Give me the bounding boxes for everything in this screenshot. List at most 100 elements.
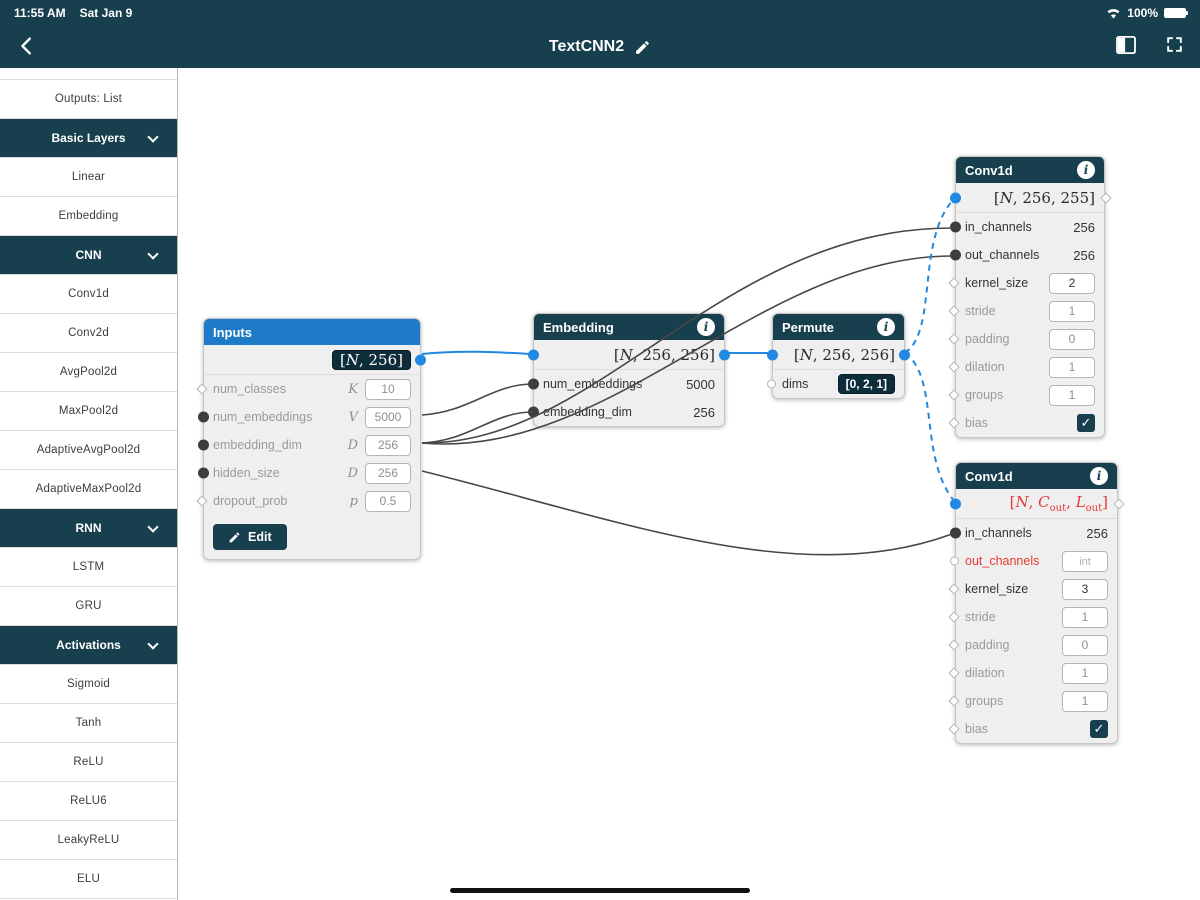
sidebar-item-conv1d[interactable]: Conv1d <box>0 275 177 314</box>
connected-port-left[interactable] <box>198 467 209 479</box>
param-port-right[interactable] <box>1100 191 1112 204</box>
param-label: embedding_dim <box>543 405 632 419</box>
sidebar-label: GRU <box>75 600 102 612</box>
param-input[interactable]: 10 <box>365 378 411 400</box>
pencil-icon <box>229 532 240 542</box>
info-icon[interactable]: i <box>697 318 715 336</box>
tensor-port-right[interactable] <box>719 349 730 360</box>
param-input[interactable]: 1 <box>1062 662 1108 684</box>
param-port-left[interactable] <box>948 583 960 595</box>
tensor-port-left[interactable] <box>767 349 778 360</box>
connected-port-left[interactable] <box>950 249 961 261</box>
sidebar-item-leakyrelu[interactable]: LeakyReLU <box>0 821 177 860</box>
fullscreen-button[interactable] <box>1162 34 1186 58</box>
sidebar-section-activations[interactable]: Activations <box>0 626 177 665</box>
sidebar-section-cnn[interactable]: CNN <box>0 236 177 275</box>
param-input[interactable]: 1 <box>1062 606 1108 628</box>
clock: 11:55 AM <box>14 6 66 20</box>
connected-port-left[interactable] <box>950 527 961 539</box>
param-input[interactable]: 1 <box>1049 384 1095 406</box>
sidebar-item-gru[interactable]: GRU <box>0 587 177 626</box>
dims-value-badge[interactable]: [0, 2, 1] <box>837 374 895 394</box>
param-input[interactable]: 2 <box>1049 272 1095 294</box>
back-button[interactable] <box>14 34 40 60</box>
sidebar-item-relu[interactable]: ReLU <box>0 743 177 782</box>
param-input[interactable]: 1 <box>1049 356 1095 378</box>
sidebar-item-adaptivemaxpool2d[interactable]: AdaptiveMaxPool2d <box>0 470 177 509</box>
param-port-left[interactable] <box>767 379 776 389</box>
sidebar-item-sigmoid[interactable]: Sigmoid <box>0 665 177 704</box>
param-port-left[interactable] <box>948 277 960 289</box>
sidebar-item-maxpool2d[interactable]: MaxPool2d <box>0 392 177 431</box>
sidebar-item-embedding[interactable]: Embedding <box>0 197 177 236</box>
node-header-inputs[interactable]: Inputs <box>204 319 420 345</box>
split-view-button[interactable] <box>1114 34 1138 58</box>
param-input[interactable]: 3 <box>1062 578 1108 600</box>
tensor-port-right[interactable] <box>899 349 910 360</box>
param-input[interactable]: 5000 <box>365 406 411 428</box>
param-port-left[interactable] <box>948 389 960 401</box>
param-input[interactable]: 1 <box>1049 300 1095 322</box>
param-input[interactable]: 1 <box>1062 690 1108 712</box>
param-port-left[interactable] <box>948 305 960 317</box>
param-port-left[interactable] <box>948 723 960 735</box>
param-port-left[interactable] <box>950 556 959 566</box>
bias-checkbox[interactable]: ✓ <box>1090 720 1108 738</box>
param-port-left[interactable] <box>948 417 960 429</box>
param-label: dropout_prob <box>213 494 288 508</box>
sidebar-item-outputs-list[interactable]: Outputs: List <box>0 80 177 119</box>
param-port-right[interactable] <box>1113 497 1125 510</box>
sidebar-item-lstm[interactable]: LSTM <box>0 548 177 587</box>
sidebar-item-avgpool2d[interactable]: AvgPool2d <box>0 353 177 392</box>
tensor-port-right[interactable] <box>415 354 426 365</box>
sidebar-section-rnn[interactable]: RNN <box>0 509 177 548</box>
edit-button[interactable]: Edit <box>213 524 287 550</box>
info-icon[interactable]: i <box>1077 161 1095 179</box>
connected-port-left[interactable] <box>198 411 209 423</box>
sidebar-section-basic-layers[interactable]: Basic Layers <box>0 119 177 158</box>
tensor-port-left[interactable] <box>950 192 961 203</box>
param-input[interactable]: 256 <box>365 434 411 456</box>
sidebar-item-linear[interactable]: Linear <box>0 158 177 197</box>
connected-port-left[interactable] <box>198 439 209 451</box>
param-port-left[interactable] <box>948 361 960 373</box>
param-input[interactable]: 0 <box>1049 328 1095 350</box>
param-port-left[interactable] <box>196 495 208 507</box>
home-indicator[interactable] <box>450 888 750 893</box>
info-icon[interactable]: i <box>1090 467 1108 485</box>
param-port-left[interactable] <box>948 333 960 345</box>
connected-port-left[interactable] <box>950 221 961 233</box>
param-port-left[interactable] <box>196 383 208 395</box>
sidebar-item-elu[interactable]: ELU <box>0 860 177 899</box>
sidebar-item-adaptiveavgpool2d[interactable]: AdaptiveAvgPool2d <box>0 431 177 470</box>
param-input[interactable]: 0.5 <box>365 490 411 512</box>
connected-port-left[interactable] <box>528 378 539 390</box>
sidebar-item-tanh[interactable]: Tanh <box>0 704 177 743</box>
edit-title-pencil-icon[interactable] <box>634 39 651 56</box>
sidebar-item-relu6[interactable]: ReLU6 <box>0 782 177 821</box>
info-icon[interactable]: i <box>877 318 895 336</box>
bias-checkbox[interactable]: ✓ <box>1077 414 1095 432</box>
param-input[interactable]: 256 <box>365 462 411 484</box>
param-input[interactable]: 0 <box>1062 634 1108 656</box>
tensor-port-left[interactable] <box>528 349 539 360</box>
param-port-left[interactable] <box>948 611 960 623</box>
sidebar-item-conv2d[interactable]: Conv2d <box>0 314 177 353</box>
tensor-port-left[interactable] <box>950 498 961 509</box>
param-port-left[interactable] <box>948 639 960 651</box>
param-port-left[interactable] <box>948 667 960 679</box>
param-input[interactable]: int <box>1062 550 1108 572</box>
connected-port-left[interactable] <box>528 406 539 418</box>
param-port-left[interactable] <box>948 695 960 707</box>
